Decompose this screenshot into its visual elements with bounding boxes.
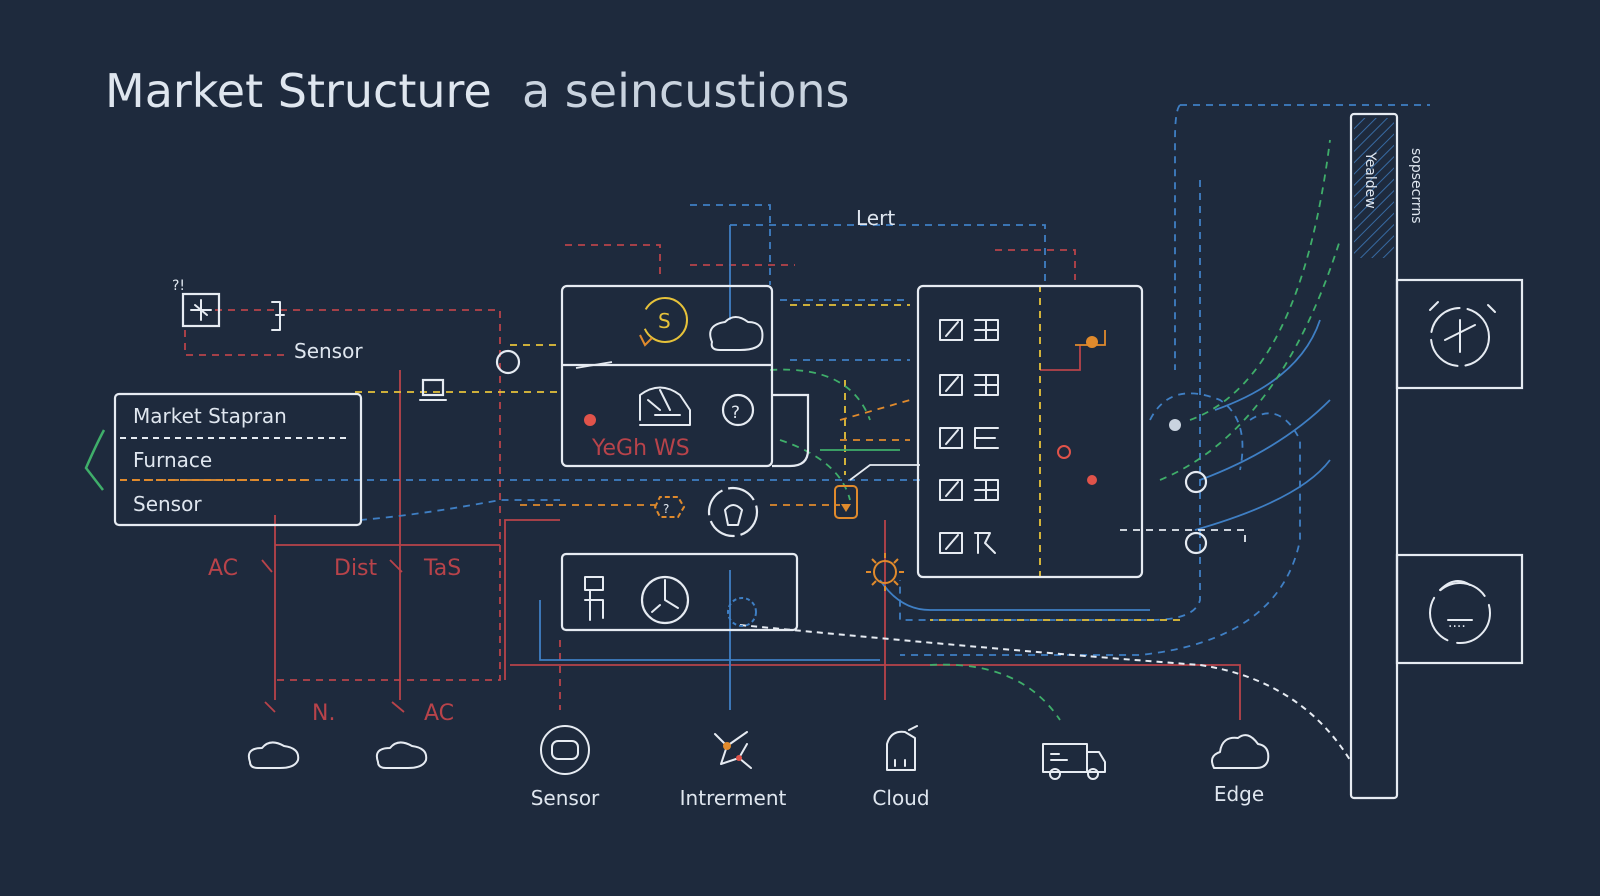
dollar-cycle-icon: S — [639, 297, 688, 347]
red-label-ac-bottom: AC — [424, 701, 454, 726]
status-dot — [584, 414, 596, 426]
svg-text:?: ? — [731, 403, 740, 423]
bracket-icon — [271, 301, 285, 331]
bottom-item-label: Cloud — [872, 786, 930, 810]
bottom-item[interactable] — [1030, 730, 1116, 792]
monitor-icon — [419, 378, 447, 401]
connector-wires — [120, 104, 1430, 761]
bottom-item-label: Sensor — [530, 786, 600, 810]
bottom-item[interactable]: Edge — [1196, 724, 1282, 806]
grid-row-icon[interactable] — [939, 319, 999, 341]
junction-node[interactable] — [1184, 470, 1208, 494]
central-control-box[interactable]: S ? YeGh WS — [560, 284, 810, 468]
network-node-icon — [714, 731, 752, 769]
chevron-left-icon[interactable] — [84, 429, 106, 491]
svg-text:S: S — [658, 309, 671, 333]
sensor-top-label: Sensor — [294, 339, 363, 363]
legend-row: Market Stapran — [133, 404, 287, 428]
control-grid-box[interactable] — [916, 284, 1144, 579]
gear-icon — [639, 386, 691, 426]
cloud-icon — [709, 316, 764, 351]
yeoh-ws-label: YeGh WS — [591, 436, 690, 461]
title-main: Market Structure — [105, 64, 492, 118]
status-dot — [1057, 445, 1071, 459]
red-label-tas: TaS — [423, 556, 461, 581]
help-icon[interactable]: ? — [721, 393, 755, 427]
legend-row: Sensor — [133, 492, 202, 516]
tag-icon: ? — [653, 496, 686, 518]
cloud-icon — [1211, 734, 1270, 769]
sync-panel[interactable]: .... — [1395, 553, 1524, 665]
device-icon — [886, 725, 918, 771]
rotation-panel[interactable] — [1395, 278, 1524, 390]
bottom-item[interactable]: Cloud — [858, 720, 944, 810]
vertical-label: sopsecrrns — [1408, 148, 1424, 224]
bottom-item[interactable]: Intrerment — [668, 720, 798, 810]
cloud-icon — [375, 741, 428, 769]
dropper-icon — [834, 485, 858, 519]
red-label-n: N. — [312, 701, 335, 726]
vertical-label: Yealdew — [1362, 151, 1378, 209]
grid-row-icon[interactable] — [939, 374, 999, 396]
red-label-ac: AC — [208, 556, 238, 581]
bottom-item[interactable]: Sensor — [522, 720, 608, 810]
svg-text:?: ? — [663, 502, 669, 516]
red-label-dist: Dist — [334, 556, 378, 581]
grid-row-icon[interactable] — [939, 479, 999, 501]
junction-node[interactable] — [1184, 531, 1208, 555]
svg-text:....: .... — [1448, 615, 1466, 631]
chip-icon — [540, 725, 590, 775]
grid-row-icon[interactable] — [939, 532, 996, 554]
bottom-item-label: Intrerment — [679, 786, 787, 810]
sun-icon — [866, 553, 904, 591]
cloud-icon — [247, 741, 300, 769]
lert-label: Lert — [856, 206, 895, 230]
bottom-item-label: Edge — [1213, 782, 1265, 806]
legend-box: Market Stapran Furnace Sensor — [113, 392, 363, 527]
gauge-icon[interactable] — [707, 486, 759, 538]
grid-row-icon[interactable] — [939, 427, 999, 449]
status-dot — [1087, 475, 1097, 485]
junction-node[interactable] — [1169, 419, 1181, 431]
status-dot — [1086, 336, 1098, 348]
legend-row: Furnace — [133, 448, 212, 472]
lower-panel-box[interactable] — [560, 552, 799, 632]
junction-node[interactable] — [495, 349, 521, 375]
question-label: ?! — [172, 278, 185, 294]
compass-icon[interactable] — [181, 292, 221, 328]
vertical-bus-bar[interactable]: Yealdew sopsecrrns — [1349, 112, 1424, 800]
title-sub: a seincustions — [522, 64, 850, 118]
truck-icon — [1042, 743, 1106, 780]
